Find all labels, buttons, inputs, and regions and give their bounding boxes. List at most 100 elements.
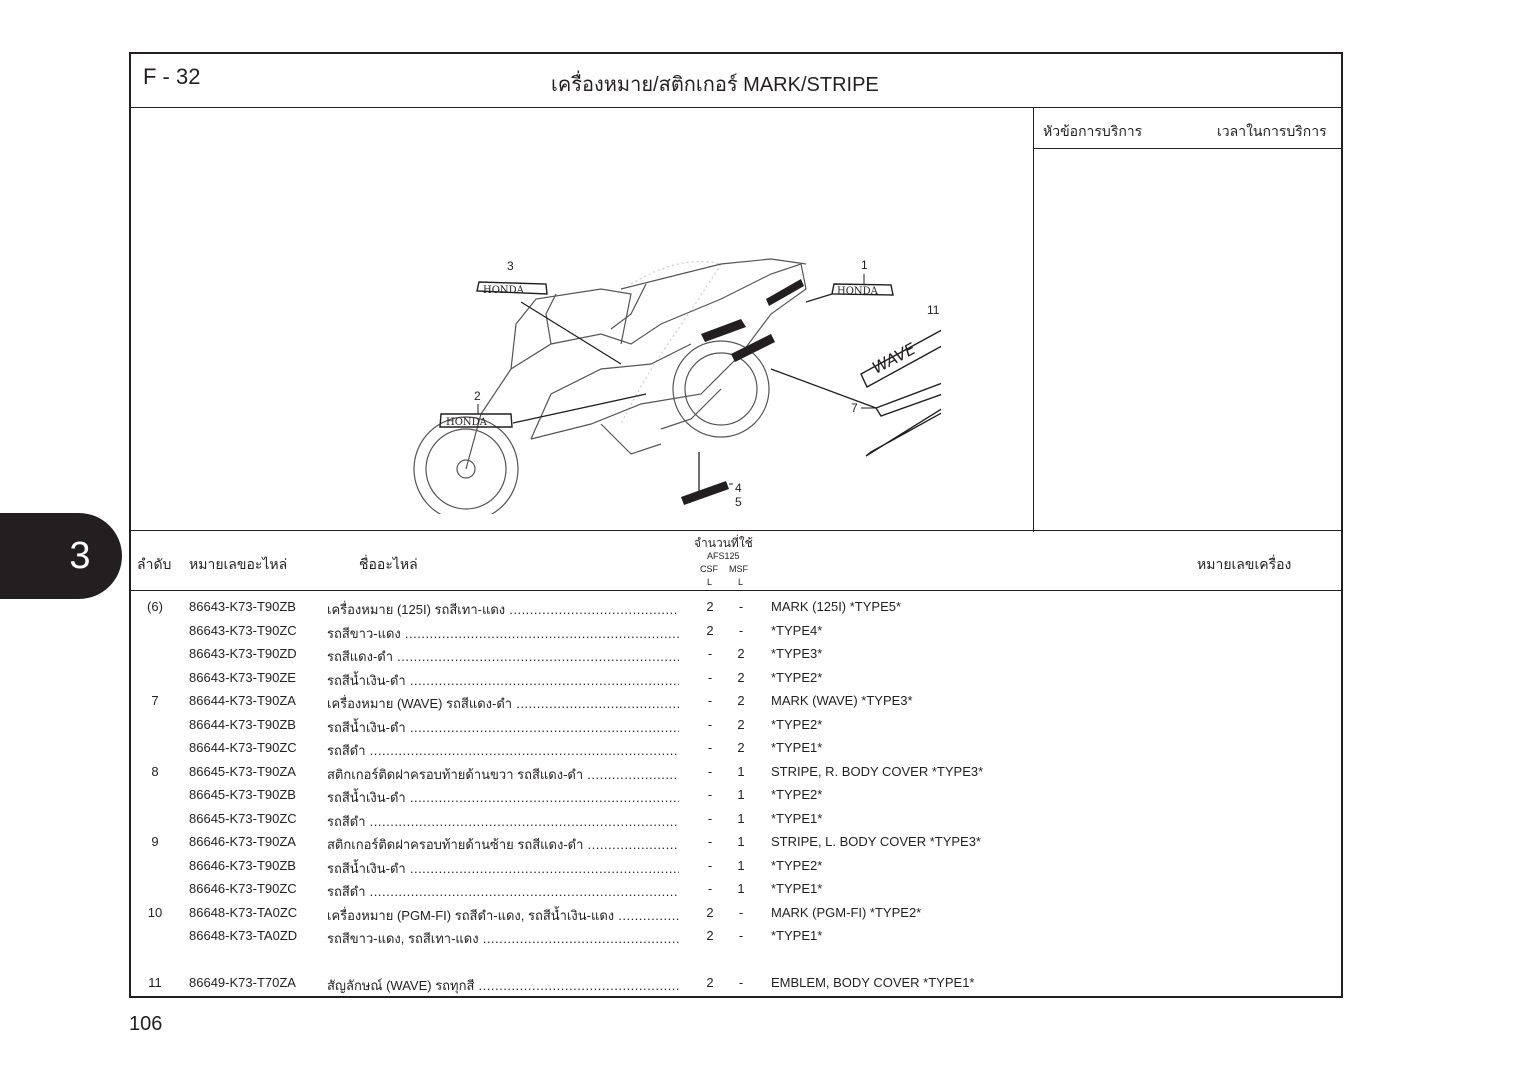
qty-csf: 2 xyxy=(706,599,714,614)
part-description-cell: รถสีดำ .................................… xyxy=(327,811,679,832)
page-title: เครื่องหมาย/สติกเกอร์ MARK/STRIPE xyxy=(551,74,879,96)
table-row: 86645-K73-T90ZC รถสีดำ ..................… xyxy=(131,811,1341,834)
col-header-qty: จำนวนที่ใช้ xyxy=(694,536,753,550)
english-name: *TYPE1* xyxy=(771,928,823,943)
qty-msf: 2 xyxy=(737,716,745,732)
part-description: รถสีขาว-แดง xyxy=(327,625,401,641)
table-row: 11 86649-K73-T70ZA สัญลักษณ์ (WAVE) รถทุกส… xyxy=(131,975,1341,998)
part-description: รถสีแดง-ดำ xyxy=(327,649,394,664)
part-description: สติกเกอร์ติดฝาครอบท้ายด้านขวา รถสีแดง-ดำ xyxy=(327,766,584,782)
english-name: MARK (WAVE) *TYPE3* xyxy=(771,693,913,708)
emblem-label-1: HONDA xyxy=(837,286,879,297)
honda-emblem-icon xyxy=(476,281,548,295)
english-name: *TYPE3* xyxy=(771,646,823,661)
part-description: รถสีขาว-แดง, รถสีเทา-แดง xyxy=(327,931,479,946)
table-top-divider xyxy=(131,530,1341,531)
dot-leader: ........................................… xyxy=(369,884,679,899)
english-name: *TYPE1* xyxy=(771,881,823,896)
qty-msf: 1 xyxy=(737,834,745,849)
service-panel-divider xyxy=(1033,107,1034,532)
qty-csf: - xyxy=(707,740,713,755)
part-description-cell: รถสีน้ำเงิน-ดำ .........................… xyxy=(327,858,679,879)
part-number: 86645-K73-T90ZB xyxy=(189,787,296,802)
part-number: 86648-K73-TA0ZD xyxy=(189,928,298,943)
qty-msf: 2 xyxy=(737,740,745,755)
front-wheel-icon xyxy=(413,416,519,514)
part-description-cell: รถสีน้ำเงิน-ดำ .........................… xyxy=(327,787,679,808)
ref-number: 11 xyxy=(148,975,162,990)
part-description-cell: สัญลักษณ์ (WAVE) รถทุกสี ...............… xyxy=(327,975,679,996)
table-row: 86648-K73-TA0ZD รถสีขาว-แดง, รถสีเทา-แดง … xyxy=(131,928,1341,951)
english-name: *TYPE4* xyxy=(771,622,823,638)
qty-msf: - xyxy=(738,904,744,920)
service-item-header: หัวข้อการบริการ xyxy=(1043,124,1143,140)
wave-emblem-icon xyxy=(860,329,941,388)
qty-msf: - xyxy=(738,928,744,943)
dot-leader: ........................................… xyxy=(482,931,679,946)
qty-csf: - xyxy=(707,834,713,849)
qty-msf: 1 xyxy=(737,810,745,826)
callout-7: 7 xyxy=(851,401,858,415)
qty-csf: - xyxy=(707,787,713,802)
callout-4: 4 xyxy=(735,481,742,495)
table-header-divider xyxy=(131,590,1341,591)
part-description-cell: รถสีดำ .................................… xyxy=(327,740,679,761)
dot-leader: ........................................… xyxy=(409,719,679,735)
dot-leader: ........................................… xyxy=(478,978,679,993)
col-header-csf: CSF xyxy=(700,564,718,574)
header-divider xyxy=(131,107,1341,108)
part-description: รถสีดำ xyxy=(327,743,366,758)
col-header-l1: L xyxy=(707,577,713,587)
dot-leader: ........................................… xyxy=(369,743,679,758)
qty-csf: - xyxy=(707,693,713,708)
qty-msf: 2 xyxy=(737,646,745,661)
part-description-cell: เครื่องหมาย (PGM-FI) รถสีดำ-แดง, รถสีน้ำ… xyxy=(327,905,679,926)
dot-leader: ........................................… xyxy=(404,625,679,641)
page-number: 106 xyxy=(129,1013,163,1035)
dot-leader: ........................................… xyxy=(587,837,680,852)
part-number: 86643-K73-T90ZD xyxy=(189,646,297,661)
english-name: *TYPE1* xyxy=(771,810,823,826)
part-description: เครื่องหมาย (WAVE) รถสีแดง-ดำ xyxy=(327,696,513,711)
ref-number: 9 xyxy=(151,834,159,849)
dot-leader: ........................................… xyxy=(409,790,679,805)
part-number: 86648-K73-TA0ZC xyxy=(189,904,298,920)
english-name: *TYPE2* xyxy=(771,716,823,732)
english-name: STRIPE, L. BODY COVER *TYPE3* xyxy=(771,834,981,849)
part-number: 86645-K73-T90ZA xyxy=(189,763,296,779)
col-header-model: AFS125 xyxy=(707,551,740,561)
dot-leader: ........................................… xyxy=(618,907,679,923)
part-description: รถสีน้ำเงิน-ดำ xyxy=(327,860,406,876)
english-name: MARK (PGM-FI) *TYPE2* xyxy=(771,904,922,920)
callout-1: 1 xyxy=(861,258,868,272)
col-header-msf: MSF xyxy=(729,564,748,574)
parts-page-frame: F - 32 เครื่องหมาย/สติกเกอร์ MARK/STRIPE… xyxy=(129,52,1343,998)
part-description-cell: รถสีขาว-แดง, รถสีเทา-แดง ...............… xyxy=(327,928,679,949)
qty-msf: 1 xyxy=(737,787,745,802)
callout-5: 5 xyxy=(735,495,742,509)
part-description-cell: รถสีน้ำเงิน-ดำ .........................… xyxy=(327,717,679,738)
col-header-engine-no: หมายเลขเครื่อง xyxy=(1197,557,1292,573)
part-number: 86645-K73-T90ZC xyxy=(189,810,297,826)
qty-csf: - xyxy=(707,716,713,732)
part-description-cell: สติกเกอร์ติดฝาครอบท้ายด้านขวา รถสีแดง-ดำ… xyxy=(327,764,679,785)
qty-csf: - xyxy=(707,763,713,779)
part-description-cell: รถสีดำ .................................… xyxy=(327,881,679,902)
dot-leader: ........................................… xyxy=(409,860,679,876)
qty-msf: 2 xyxy=(737,669,745,685)
part-description-cell: เครื่องหมาย (WAVE) รถสีแดง-ดำ ..........… xyxy=(327,693,679,714)
part-description: รถสีดำ xyxy=(327,813,366,829)
qty-csf: - xyxy=(707,646,713,661)
part-description-cell: รถสีน้ำเงิน-ดำ .........................… xyxy=(327,670,679,691)
english-name: *TYPE2* xyxy=(771,669,823,685)
qty-msf: 1 xyxy=(737,857,745,873)
part-number: 86649-K73-T70ZA xyxy=(189,975,296,990)
qty-msf: 1 xyxy=(737,881,745,896)
qty-csf: - xyxy=(707,857,713,873)
